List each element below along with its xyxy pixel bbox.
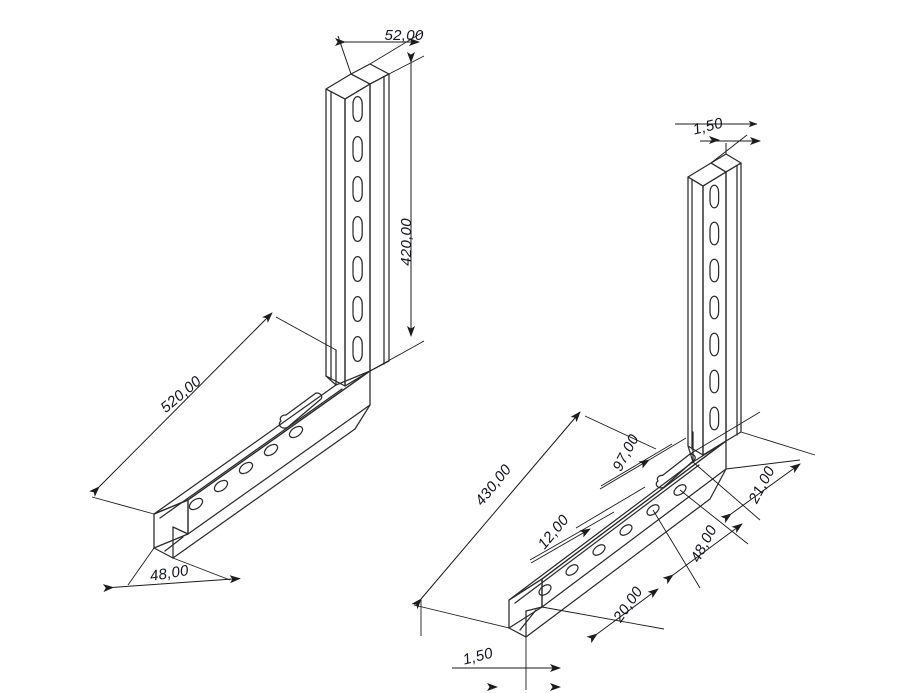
vertical-arm-slots (352, 96, 363, 362)
dim-420 (369, 52, 425, 372)
dim-label-150-top: 1,50 (691, 115, 725, 139)
dim-label-52: 52,00 (384, 27, 423, 44)
dim-150-top (675, 120, 761, 164)
dim-520 (89, 312, 337, 515)
dim-150-bottom (452, 637, 561, 691)
right-vertical-arm (687, 153, 742, 456)
dim-label-48-left: 48,00 (149, 562, 191, 585)
dim-label-150-bottom: 1,50 (461, 645, 495, 669)
dim-20 (541, 509, 701, 644)
dim-label-20: 20,00 (610, 583, 647, 626)
dim-label-21: 21,00 (745, 463, 779, 507)
right-horizontal-arm-holes (538, 484, 687, 596)
right-vertical-arm-slots (709, 184, 720, 431)
dim-label-430: 430,00 (472, 461, 515, 509)
dim-48-right (662, 461, 761, 585)
dim-52 (335, 31, 424, 75)
dim-label-520: 520,00 (157, 372, 205, 416)
dim-48-left (102, 547, 241, 593)
dimension-labels: 52,00 420,00 520,00 48,00 1,50 430,00 97… (149, 27, 779, 669)
dim-12 (529, 486, 646, 564)
dimension-annotations (89, 31, 816, 691)
horizontal-arm-holes (188, 425, 304, 511)
dim-430 (411, 411, 657, 636)
dim-label-97: 97,00 (609, 431, 643, 474)
left-vertical-arm (325, 63, 390, 387)
dim-21 (720, 431, 816, 524)
bracket-geometry (153, 63, 742, 638)
dim-97 (599, 411, 761, 490)
dim-label-420: 420,00 (398, 218, 415, 266)
